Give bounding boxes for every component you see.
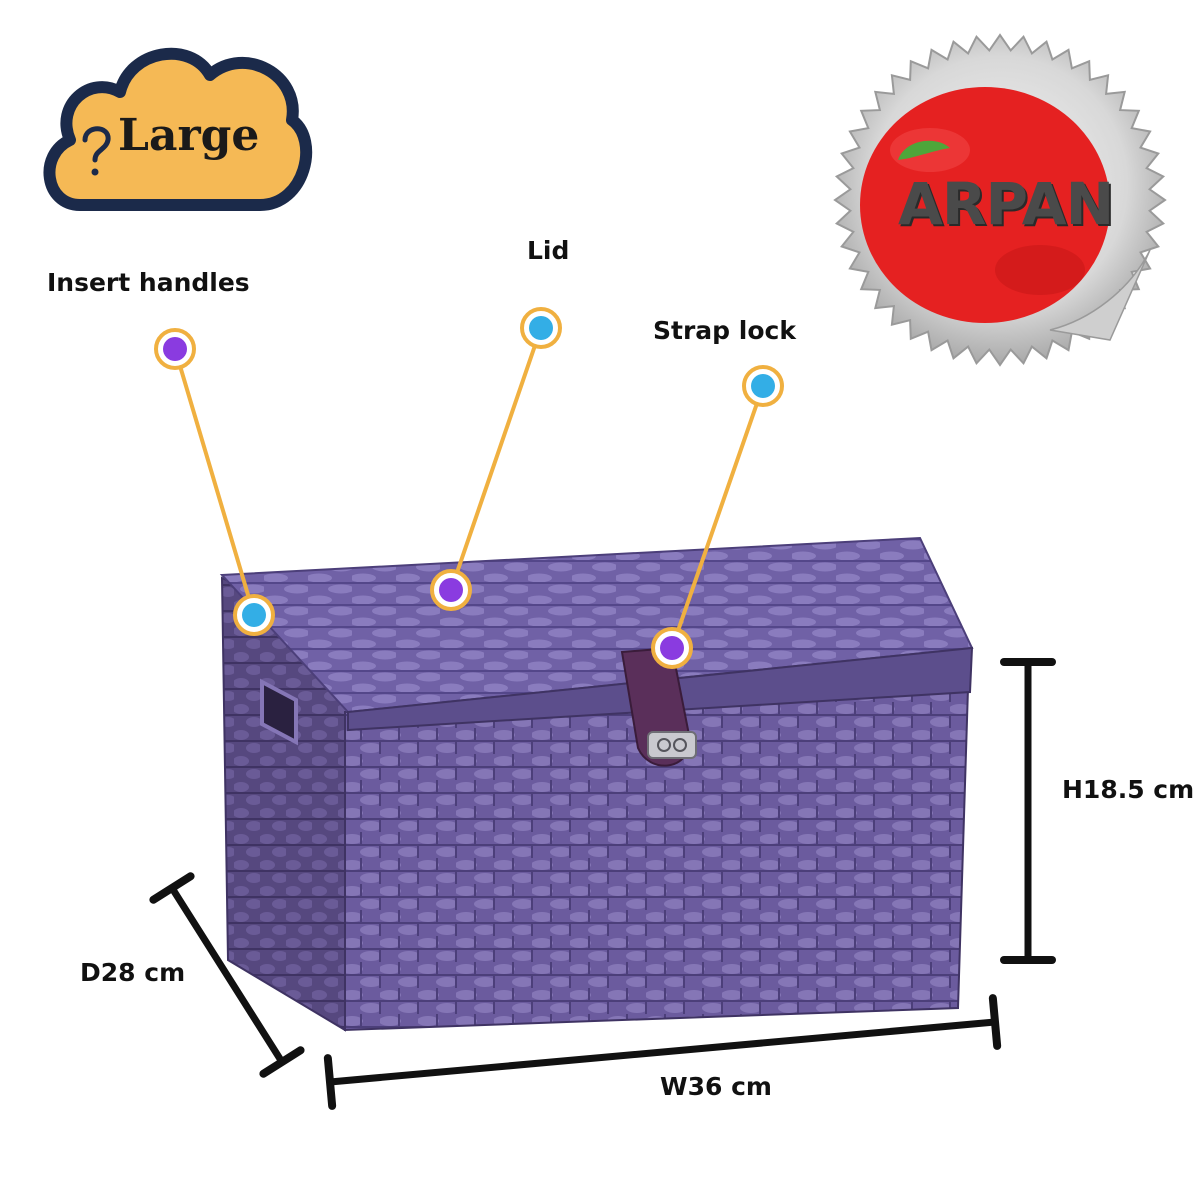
callout-line-strap-lock: [670, 385, 765, 649]
question-mark-glyph: [82, 126, 111, 163]
depth-dimension-cap-start: [149, 872, 195, 904]
callout-dot-lid-top: [529, 316, 553, 340]
callout-dot-strap-lock-top: [751, 374, 775, 398]
brand-logo: [833, 33, 1167, 367]
peeled-corner: [1049, 249, 1151, 341]
callout-label-lid: Lid: [527, 236, 570, 265]
dimension-group: [149, 658, 1056, 1110]
size-badge-label: Large: [118, 110, 260, 161]
cloud-shape: [43, 47, 313, 211]
storage-basket: [219, 536, 974, 1032]
callout-line-lid: [449, 327, 543, 591]
height-dimension-label: H18.5 cm: [1062, 775, 1195, 804]
callout-label-insert-handles: Insert handles: [47, 268, 250, 297]
brand-logo-text: ARPAN: [898, 170, 1114, 238]
callout-line-insert-handles: [173, 348, 256, 616]
insert-handle: [260, 678, 298, 746]
callout-label-strap-lock: Strap lock: [653, 316, 796, 345]
size-badge: [43, 47, 313, 211]
leaf-icon: [898, 140, 950, 160]
width-dimension-cap-start: [323, 1054, 337, 1110]
lock-clasp: [647, 731, 697, 759]
width-dimension-bar: [326, 1018, 999, 1086]
depth-dimension-cap-end: [259, 1046, 305, 1078]
callout-group: [154, 307, 784, 669]
callout-dot-strap-lock-bottom: [660, 636, 684, 660]
depth-dimension-label: D28 cm: [80, 958, 186, 987]
width-dimension-label: W36 cm: [660, 1072, 772, 1101]
callout-dot-insert-handles-bottom: [242, 603, 266, 627]
width-dimension-cap-end: [988, 994, 1002, 1050]
callout-dot-insert-handles-top: [163, 337, 187, 361]
depth-dimension-bar: [168, 884, 286, 1066]
callout-dot-lid-bottom: [439, 578, 463, 602]
